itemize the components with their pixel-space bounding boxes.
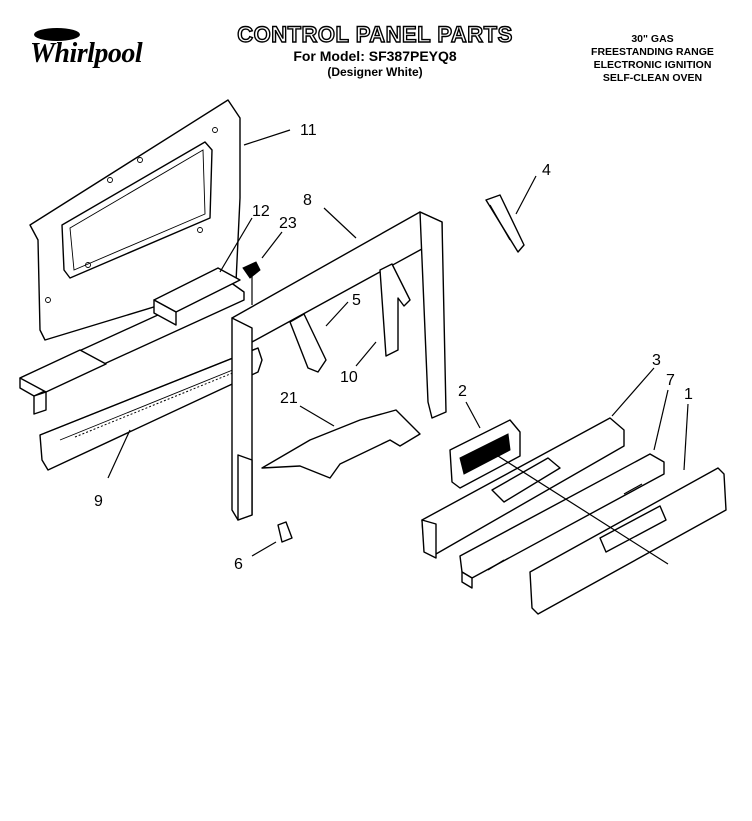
part-5-slider <box>289 313 327 373</box>
vent-slots <box>74 369 241 438</box>
callout-1: 1 <box>684 386 693 403</box>
callout-21: 21 <box>280 390 298 407</box>
callout-5: 5 <box>352 292 361 309</box>
part-6-clip <box>277 521 293 543</box>
callout-12: 12 <box>252 203 270 220</box>
leader-lines <box>107 129 689 565</box>
whirlpool-logo: Whirlpool <box>28 26 158 72</box>
variant-line: (Designer White) <box>327 65 423 79</box>
callout-9: 9 <box>94 493 103 510</box>
part-10-bracket <box>379 263 411 357</box>
callout-2: 2 <box>458 383 467 400</box>
part-2-display-board <box>449 419 521 489</box>
top-shelf-bracket <box>19 281 245 415</box>
model-line: For Model: SF387PEYQ8 <box>293 48 457 64</box>
spec-line: ELECTRONIC IGNITION <box>593 59 712 71</box>
spec-line: 30" GAS <box>631 33 674 45</box>
callout-10: 10 <box>340 369 358 386</box>
part-12-block <box>153 267 241 326</box>
callout-23: 23 <box>279 215 297 232</box>
part-21-plate <box>261 409 421 479</box>
part-9-vent-trim <box>39 347 263 471</box>
spec-line: SELF-CLEAN OVEN <box>602 72 703 84</box>
part-11-back-shield <box>29 99 241 341</box>
logo-badge-oval <box>34 28 80 41</box>
callout-4: 4 <box>542 162 551 179</box>
spec-block: 30" GAS FREESTANDING RANGE ELECTRONIC IG… <box>570 33 735 85</box>
title-block: CONTROL PANEL PARTS For Model: SF387PEYQ… <box>210 21 540 79</box>
part-23-clip <box>242 261 261 305</box>
part-4-bracket <box>485 194 525 253</box>
spec-line: FREESTANDING RANGE <box>591 46 714 58</box>
page-title: CONTROL PANEL PARTS <box>237 21 513 47</box>
callout-8: 8 <box>303 192 312 209</box>
brand-name: Whirlpool <box>30 38 143 69</box>
callout-3: 3 <box>652 352 661 369</box>
part-7-channel <box>459 453 665 589</box>
callout-7: 7 <box>666 372 675 389</box>
callout-6: 6 <box>234 556 243 573</box>
part-8-frame <box>231 211 447 521</box>
part-1-front-panel <box>529 467 727 615</box>
callout-11: 11 <box>300 122 317 139</box>
part-3-panel-housing <box>421 417 625 559</box>
